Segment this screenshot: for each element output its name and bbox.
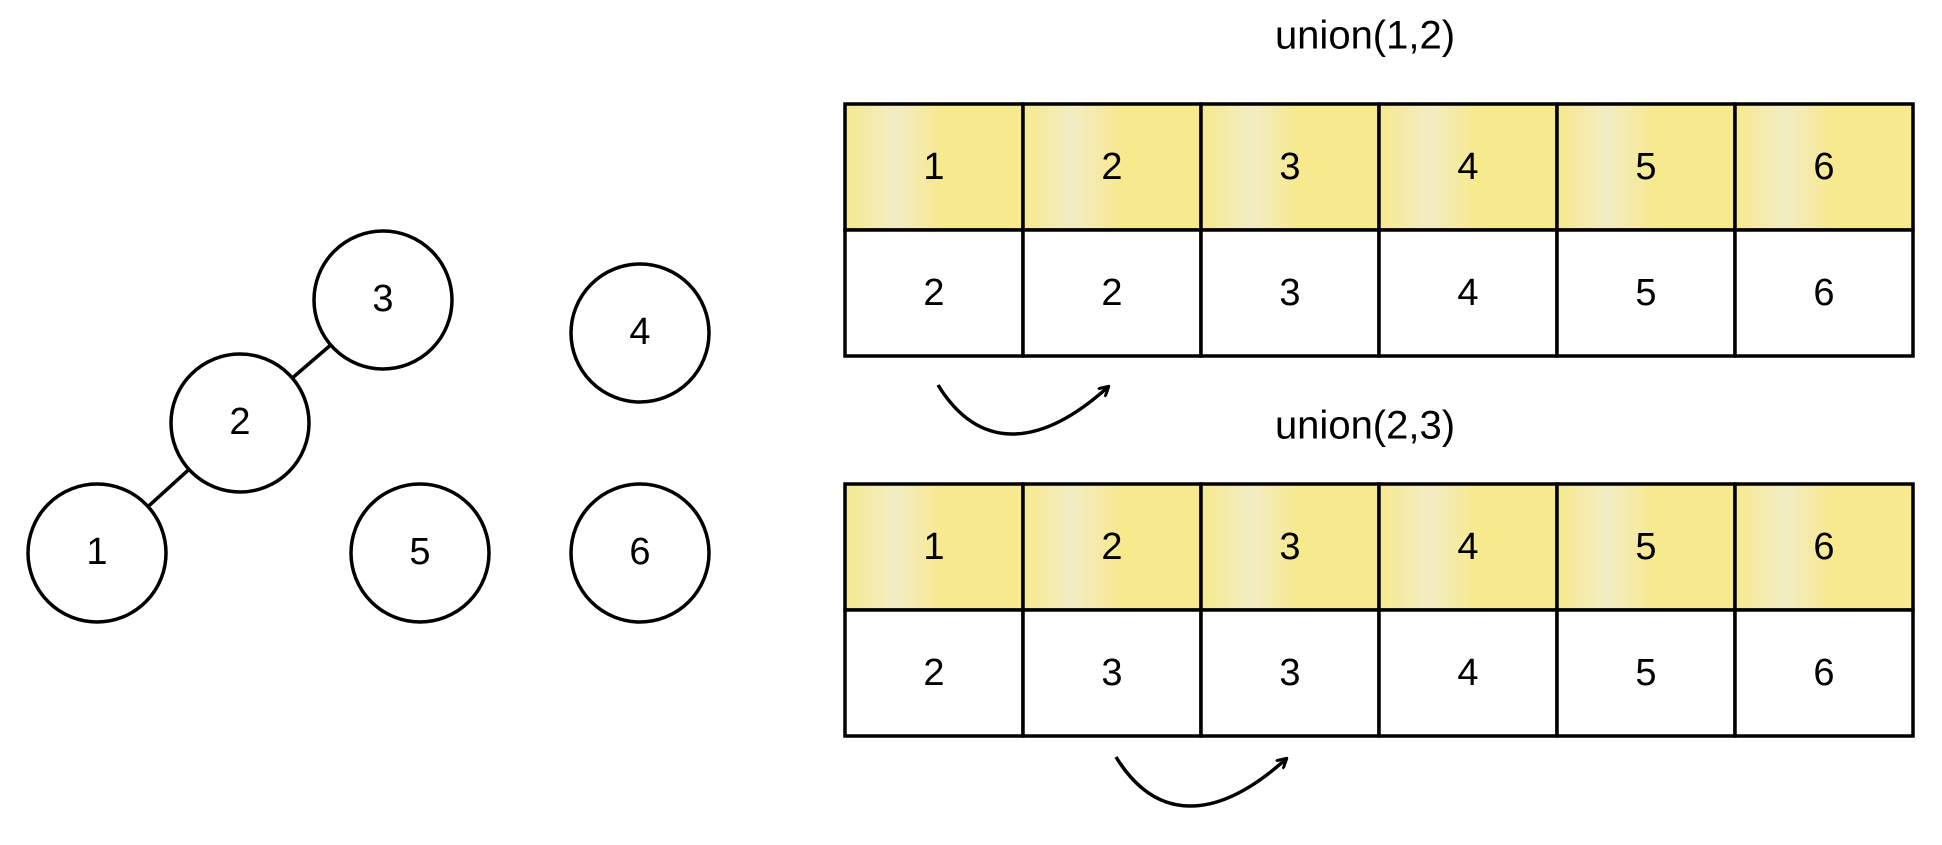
node-circle bbox=[349, 482, 491, 624]
parent-value: 5 bbox=[1635, 272, 1656, 314]
node-label: 1 bbox=[86, 531, 107, 573]
tree-edge-2-3 bbox=[291, 343, 332, 380]
tree-node-2: 2 bbox=[169, 352, 311, 494]
node-label: 6 bbox=[629, 531, 650, 573]
index-cell-4 bbox=[1377, 102, 1559, 232]
index-value: 5 bbox=[1635, 146, 1656, 188]
parent-cell-1 bbox=[843, 608, 1025, 738]
index-value: 4 bbox=[1457, 146, 1478, 188]
parent-value: 3 bbox=[1279, 272, 1300, 314]
index-value: 6 bbox=[1813, 526, 1834, 568]
tree-node-5: 5 bbox=[349, 482, 491, 624]
index-value: 6 bbox=[1813, 146, 1834, 188]
parent-value: 5 bbox=[1635, 652, 1656, 694]
tree-node-3: 3 bbox=[312, 229, 454, 371]
node-label: 5 bbox=[409, 531, 430, 573]
node-circle bbox=[312, 229, 454, 371]
parent-cell-4 bbox=[1377, 228, 1559, 358]
index-cell-2 bbox=[1021, 102, 1203, 232]
index-cell-6 bbox=[1733, 482, 1915, 612]
node-label: 3 bbox=[372, 278, 393, 320]
union-arrow bbox=[1114, 756, 1286, 808]
index-value: 4 bbox=[1457, 526, 1478, 568]
parent-value: 6 bbox=[1813, 652, 1834, 694]
index-cell-4 bbox=[1377, 482, 1559, 612]
parent-arrays: union(1,2) 1 2 3 4 5 6 2 2 3 4 5 6 union(2,3) 1 2 3 4 5 6 2 3… bbox=[843, 14, 1915, 808]
parent-cell-2 bbox=[1021, 228, 1203, 358]
node-circle bbox=[26, 482, 168, 624]
parent-value: 2 bbox=[923, 272, 944, 314]
union-arrow bbox=[936, 384, 1108, 436]
index-value: 5 bbox=[1635, 526, 1656, 568]
parent-value: 2 bbox=[1101, 272, 1122, 314]
tree-node-1: 1 bbox=[26, 482, 168, 624]
index-cell-1 bbox=[843, 482, 1025, 612]
tree-node-4: 4 bbox=[569, 262, 711, 404]
index-cell-3 bbox=[1199, 482, 1381, 612]
index-cell-5 bbox=[1555, 482, 1737, 612]
node-label: 2 bbox=[229, 401, 250, 443]
tree-edge-1-2 bbox=[146, 468, 191, 508]
union-title: union(2,3) bbox=[1275, 404, 1455, 448]
parent-value: 6 bbox=[1813, 272, 1834, 314]
index-value: 1 bbox=[923, 146, 944, 188]
index-value: 3 bbox=[1279, 146, 1300, 188]
forest-graph: 1 2 3 4 5 6 bbox=[26, 229, 711, 624]
tree-node-6: 6 bbox=[569, 482, 711, 624]
union-table-2: union(2,3) 1 2 3 4 5 6 2 3 3 4 5 6 bbox=[843, 404, 1915, 808]
node-circle bbox=[169, 352, 311, 494]
parent-value: 4 bbox=[1457, 652, 1478, 694]
parent-value: 3 bbox=[1101, 652, 1122, 694]
index-cell-2 bbox=[1021, 482, 1203, 612]
node-label: 4 bbox=[629, 311, 650, 353]
index-value: 3 bbox=[1279, 526, 1300, 568]
parent-cell-2 bbox=[1021, 608, 1203, 738]
parent-cell-3 bbox=[1199, 608, 1381, 738]
parent-cell-6 bbox=[1733, 608, 1915, 738]
node-circle bbox=[569, 262, 711, 404]
parent-value: 4 bbox=[1457, 272, 1478, 314]
parent-cell-6 bbox=[1733, 228, 1915, 358]
index-value: 2 bbox=[1101, 146, 1122, 188]
parent-cell-4 bbox=[1377, 608, 1559, 738]
node-circle bbox=[569, 482, 711, 624]
index-cell-6 bbox=[1733, 102, 1915, 232]
parent-cell-5 bbox=[1555, 608, 1737, 738]
parent-value: 3 bbox=[1279, 652, 1300, 694]
union-table-1: union(1,2) 1 2 3 4 5 6 2 2 3 4 5 6 bbox=[843, 14, 1915, 436]
index-value: 2 bbox=[1101, 526, 1122, 568]
parent-value: 2 bbox=[923, 652, 944, 694]
union-title: union(1,2) bbox=[1275, 14, 1455, 58]
index-value: 1 bbox=[923, 526, 944, 568]
